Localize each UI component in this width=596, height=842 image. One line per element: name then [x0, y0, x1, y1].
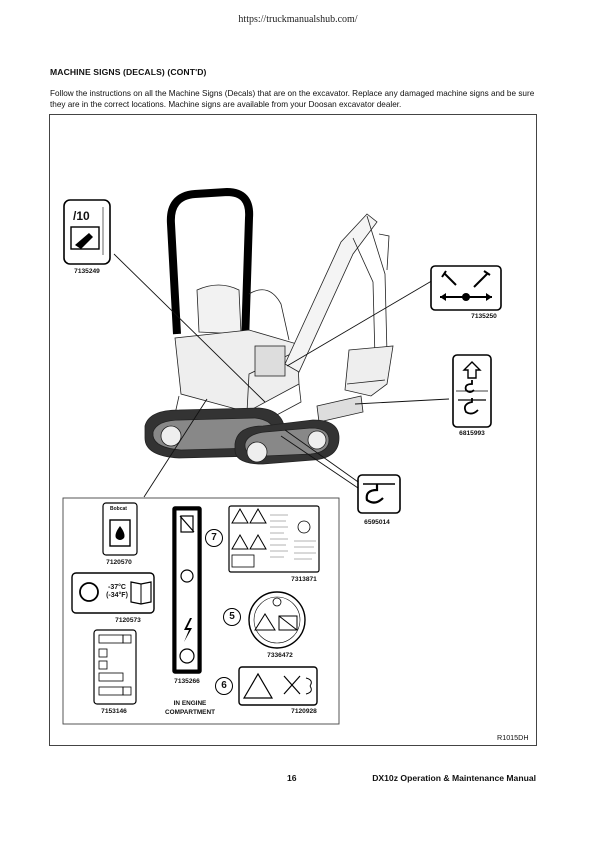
- engine-note-line1: IN ENGINE: [173, 700, 207, 707]
- decal-7135266: [172, 506, 202, 674]
- callout-5: 5: [229, 611, 235, 622]
- source-url: https://truckmanualshub.com/: [238, 14, 358, 25]
- part-number-7135266: 7135266: [174, 678, 200, 685]
- decal-7120570-brand: Bobcat: [110, 506, 127, 512]
- intro-paragraph: Follow the instructions on all the Machi…: [50, 89, 535, 110]
- callout-6-circle: [215, 677, 233, 695]
- temp-fahrenheit: (-34°F): [106, 592, 128, 599]
- callout-7-circle: [205, 529, 223, 547]
- callout-6: 6: [221, 680, 227, 691]
- callout-5-circle: [223, 608, 241, 626]
- decal-7135249: [63, 199, 111, 265]
- page-number: 16: [287, 773, 297, 783]
- part-number-7120573: 7120573: [115, 617, 141, 624]
- part-number-7336472: 7336472: [267, 652, 293, 659]
- part-number-7153146: 7153146: [101, 708, 127, 715]
- part-number-7313871: 7313871: [291, 576, 317, 583]
- part-number-7135250: 7135250: [471, 313, 497, 320]
- decal-7120573-temp: -37°C(-34°F): [104, 584, 130, 600]
- decal-7120570: [102, 502, 138, 556]
- decal-7313871: [228, 505, 320, 573]
- part-number-6815993: 6815993: [459, 430, 485, 437]
- part-number-7135249: 7135249: [74, 268, 100, 275]
- callout-7: 7: [211, 532, 217, 543]
- decal-7120928: [238, 666, 318, 706]
- decal-6815993: [452, 354, 492, 428]
- part-number-7120570: 7120570: [106, 559, 132, 566]
- engine-note-line2: COMPARTMENT: [165, 708, 215, 716]
- decal-6595014: [357, 474, 401, 514]
- decal-7135249-text: /10: [73, 209, 90, 223]
- part-number-7120928: 7120928: [291, 708, 317, 715]
- decal-7120573: [71, 572, 155, 614]
- temp-celsius: -37°C: [108, 584, 126, 591]
- part-number-6595014: 6595014: [364, 519, 390, 526]
- decal-7153146: [93, 629, 137, 705]
- decal-7336472: [248, 591, 306, 649]
- decal-figure-frame: [49, 114, 537, 746]
- decal-7135250: [430, 265, 502, 311]
- figure-reference: R1015DH: [497, 733, 529, 742]
- manual-title: DX10z Operation & Maintenance Manual: [372, 773, 536, 783]
- section-title: MACHINE SIGNS (DECALS) (CONT'D): [50, 67, 207, 77]
